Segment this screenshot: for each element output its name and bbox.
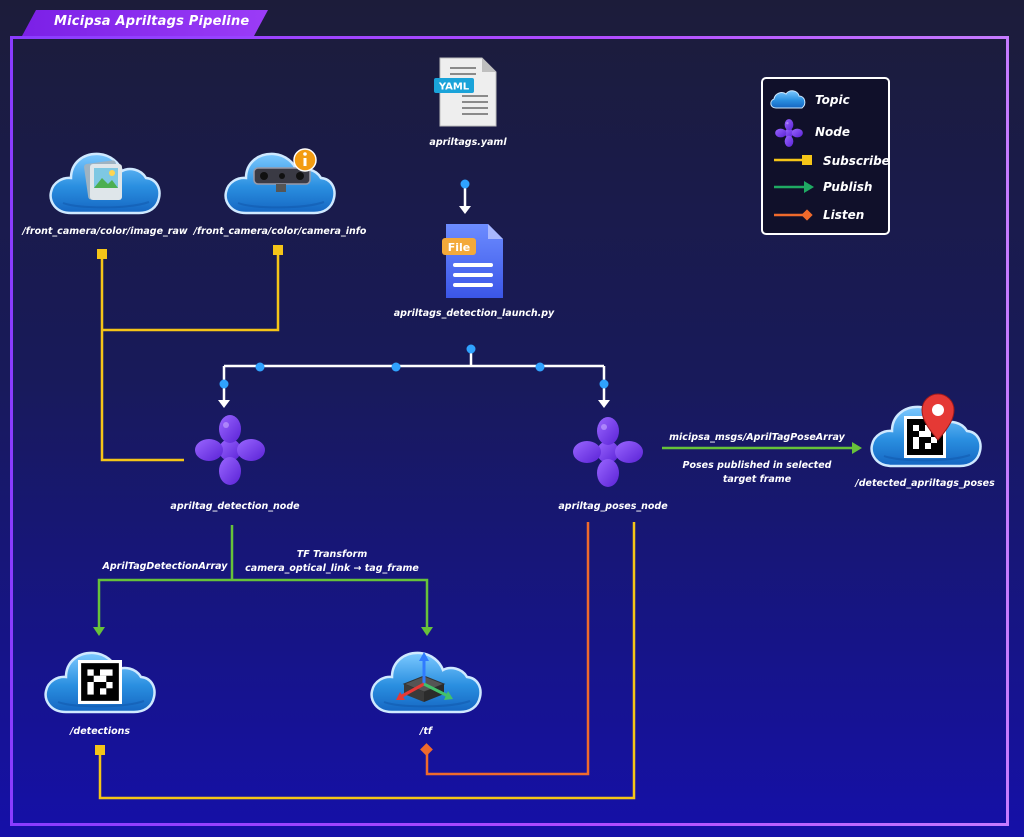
launch-dot — [255, 362, 265, 372]
topic-label-camera-info: /front_camera/color/camera_info — [193, 226, 367, 237]
publish-arrowhead — [421, 627, 433, 636]
topic-tf — [370, 651, 482, 714]
publish-arrowhead — [93, 627, 105, 636]
subscribe-marker — [273, 245, 283, 255]
cloud-icon — [770, 90, 806, 109]
launch-arrowhead — [459, 206, 471, 214]
legend: Topic Node Subscribe Publish Listen — [761, 77, 890, 235]
topic-label-detections: /detections — [69, 726, 130, 737]
launch-dot — [460, 179, 470, 189]
edge-note-line2: target frame — [723, 474, 792, 485]
edge-label-tf-frames: camera_optical_link → tag_frame — [245, 563, 419, 574]
launch-badge-text: File — [448, 241, 471, 254]
subscribe-marker — [95, 745, 105, 755]
topic-image-raw — [49, 152, 161, 215]
subscribe-marker — [97, 249, 107, 259]
legend-listen-label: Listen — [823, 208, 864, 222]
launch-dot — [391, 362, 401, 372]
depth-camera-icon — [253, 167, 311, 192]
edge-label-detection-array: AprilTagDetectionArray — [102, 561, 229, 572]
publish-arrowheads — [93, 442, 862, 636]
subscribe-edges — [98, 250, 636, 800]
topic-label-detected-poses: /detected_apriltags_poses — [854, 478, 995, 489]
launch-dot — [466, 344, 476, 354]
diagram-title: Micipsa Apriltags Pipeline — [54, 14, 250, 29]
edge-label-pose-array: micipsa_msgs/AprilTagPoseArray — [669, 432, 845, 443]
image-icon — [84, 160, 122, 200]
launch-dot — [535, 362, 545, 372]
legend-topic: Topic — [770, 90, 850, 109]
listen-marker — [420, 743, 433, 756]
publish-arrowhead — [852, 442, 862, 454]
topic-label-image-raw: /front_camera/color/image_raw — [21, 226, 188, 237]
legend-publish-label: Publish — [823, 180, 872, 194]
map-pin-icon — [921, 393, 955, 441]
legend-listen: Listen — [774, 208, 864, 222]
edge-image-raw-to-detection-node — [100, 254, 184, 462]
legend-publish: Publish — [774, 180, 872, 194]
ros-node-icon — [573, 417, 643, 487]
edge-note-line1: Poses published in selected — [683, 460, 832, 471]
topic-camera-info — [224, 148, 336, 215]
ros-node-icon — [195, 415, 265, 485]
legend-subscribe-label: Subscribe — [823, 154, 890, 168]
topic-label-tf: /tf — [419, 726, 434, 737]
title-tab — [22, 10, 268, 36]
launch-file-name: apriltags_detection_launch.py — [394, 308, 555, 319]
yaml-file-icon: YAML — [434, 57, 497, 127]
info-icon — [293, 148, 317, 172]
edge-detections-to-poses-node — [98, 522, 636, 800]
yaml-badge-text: YAML — [438, 82, 470, 93]
legend-subscribe: Subscribe — [774, 154, 890, 168]
edge-tf-listen-by-poses-node — [425, 522, 590, 776]
yaml-file-name: apriltags.yaml — [429, 137, 507, 148]
launch-file-icon: File — [442, 224, 503, 298]
launch-dots — [219, 179, 609, 389]
edge-detection-node-to-tf — [232, 578, 429, 628]
coordinate-axes-icon — [396, 652, 453, 702]
topic-detected-poses — [870, 393, 982, 468]
edge-detection-node-to-detections — [97, 578, 232, 628]
launch-arrowhead — [598, 400, 610, 408]
edge-camera-info-to-detection-node — [102, 250, 280, 332]
node-label-detection: apriltag_detection_node — [170, 501, 300, 512]
launch-dot — [599, 379, 609, 389]
edge-launch-to-nodes — [222, 348, 606, 400]
launch-arrowhead — [218, 400, 230, 408]
edge-label-tf-transform: TF Transform — [297, 549, 368, 560]
launch-edges — [222, 184, 606, 400]
legend-topic-label: Topic — [815, 93, 850, 107]
publish-edges — [97, 446, 852, 628]
topic-detections — [44, 651, 156, 714]
legend-node-label: Node — [815, 125, 850, 139]
launch-arrowheads — [218, 206, 610, 408]
node-label-poses: apriltag_poses_node — [558, 501, 668, 512]
apriltag-icon — [78, 660, 122, 704]
legend-node: Node — [775, 119, 850, 147]
launch-dot — [219, 379, 229, 389]
subscribe-markers — [95, 245, 283, 755]
